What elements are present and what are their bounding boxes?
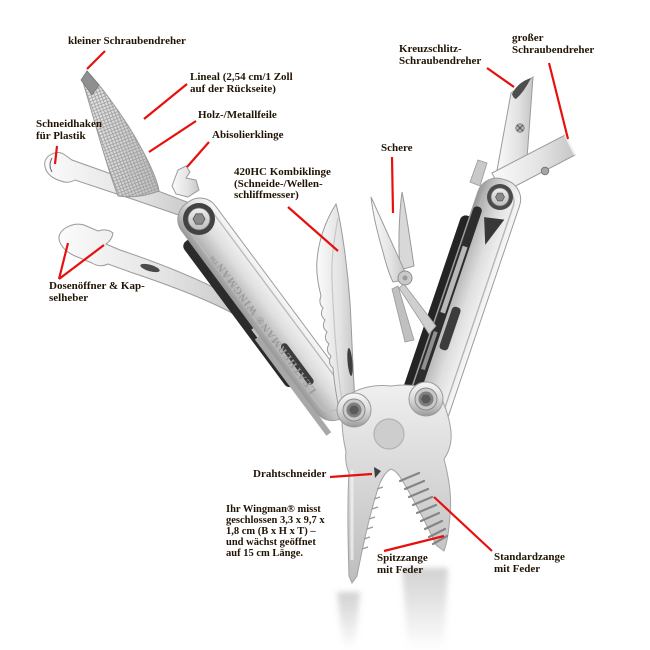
phillips-screwdriver: [495, 75, 534, 177]
leader-spitzzange: [383, 534, 445, 553]
pivot-screw-right-top: [487, 184, 513, 210]
wire-cutter-notch: [374, 467, 381, 478]
label-kreuzschlitz: Kreuzschlitz- Schraubendreher: [399, 43, 482, 67]
leader-dosenoeffner-2: [58, 244, 105, 280]
leader-lineal: [143, 83, 188, 120]
leader-lines: [53, 50, 570, 553]
needlenose-jaw-serrations: [361, 486, 384, 550]
label-drahtschneider: Drahtschneider: [253, 468, 327, 480]
label-spitzzange: Spitzzange mit Feder: [377, 552, 428, 576]
file-blade: [80, 70, 160, 198]
leader-schneidhaken: [53, 145, 59, 165]
leader-standardzange: [433, 496, 493, 552]
label-spec-text: Ihr Wingman® misst geschlossen 3,3 x 9,7…: [226, 504, 325, 559]
label-kombiklinge: 420HC Kombiklinge (Schneide-/Wellen- sch…: [234, 166, 331, 201]
leader-kombiklinge: [287, 206, 339, 252]
label-grosser-schraubendreher: großer Schraubendreher: [512, 32, 595, 56]
label-schneidhaken: Schneidhaken für Plastik: [36, 118, 103, 142]
standard-jaw-serrations: [398, 471, 449, 546]
leader-holz-metallfeile: [148, 120, 197, 153]
plier-head: [341, 384, 452, 585]
label-abisolierklinge: Abisolierklinge: [212, 129, 284, 141]
label-standardzange: Standardzange mit Feder: [494, 551, 565, 575]
leader-dosenoeffner-1: [57, 242, 70, 280]
label-dosenoeffner: Dosenöffner & Kap- selheber: [49, 280, 145, 304]
leader-kleiner-schraubendreher: [86, 50, 106, 70]
spring-tab: [469, 159, 488, 187]
leader-kreuzschlitz: [486, 67, 515, 88]
wire-stripper-blade: [171, 165, 200, 198]
label-kleiner-schraubendreher: kleiner Schraubendreher: [68, 35, 186, 47]
label-schere: Schere: [381, 142, 413, 154]
leader-abisolierklinge: [186, 141, 210, 168]
can-opener-bottle-opener: [58, 223, 246, 314]
right-handle: [402, 177, 522, 430]
label-lineal: Lineal (2,54 cm/1 Zoll auf der Rückseite…: [190, 71, 293, 95]
plier-pivot: [373, 418, 405, 450]
leader-drahtschneider: [329, 472, 373, 479]
scissors: [370, 191, 437, 343]
small-screwdriver-tip: [80, 70, 100, 96]
reflection: [337, 568, 448, 650]
pivot-screw-left-bottom: [336, 392, 372, 428]
leader-grosser-schraubendreher: [547, 62, 570, 140]
pivot-screw-left-top: [183, 203, 215, 235]
label-holz-metallfeile: Holz-/Metallfeile: [198, 109, 277, 121]
leader-schere: [390, 156, 395, 214]
knife-blade: [316, 202, 357, 420]
pivot-screw-right-bottom: [408, 381, 444, 417]
